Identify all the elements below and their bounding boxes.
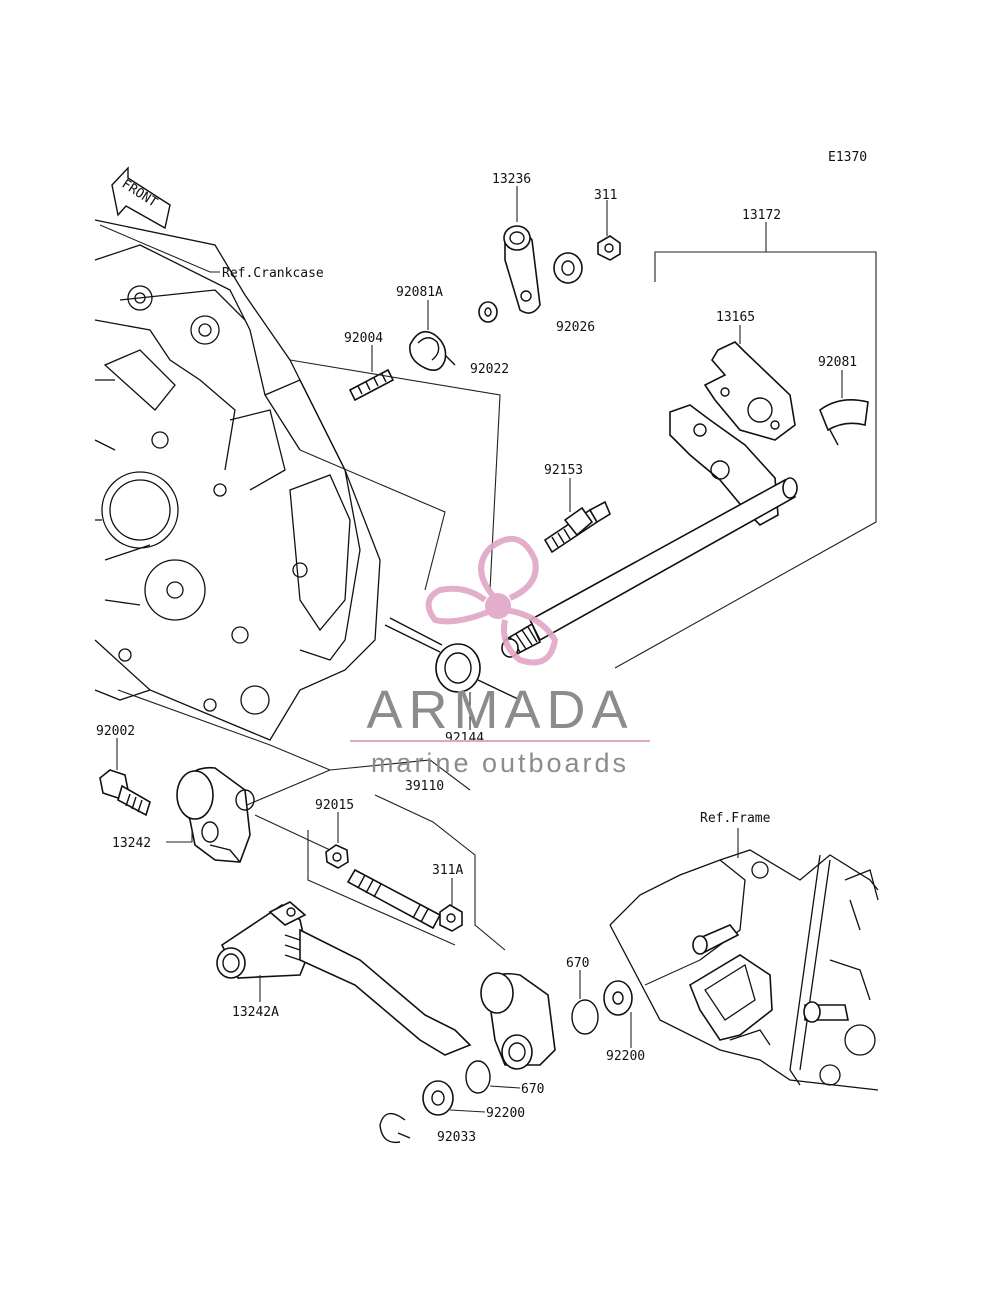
label-92200-upper: 92200 [606,1049,645,1064]
label-13242A: 13242A [232,1005,279,1020]
part-92153-drawing [543,500,612,554]
label-311: 311 [594,188,617,203]
part-13165-drawing [703,341,796,441]
label-92022: 92022 [470,362,509,377]
lower-clamp-drawing [480,972,556,1070]
part-92026-drawing [553,252,583,284]
part-92002-drawing [99,769,151,817]
part-13172-shaft-drawing [501,404,798,658]
watermark-tagline: marine outboards [371,748,629,778]
part-311A-drawing [439,904,463,932]
front-label: FRONT [119,177,160,211]
ref-frame-label: Ref.Frame [700,811,771,826]
drawing-code: E1370 [828,150,867,165]
part-670-lower [465,1060,491,1094]
label-39110: 39110 [405,779,444,794]
label-670-lower: 670 [521,1082,544,1097]
label-92002: 92002 [96,724,135,739]
label-92033: 92033 [437,1130,476,1145]
part-92015-drawing [325,844,349,869]
part-92200-lower [422,1080,454,1116]
label-670-upper: 670 [566,956,589,971]
label-13242: 13242 [112,836,151,851]
part-92144-drawing [384,617,521,701]
watermark-brand: ARMADA [366,680,633,740]
part-92033-drawing [379,1112,411,1144]
part-92004-drawing [348,368,395,402]
label-92026: 92026 [556,320,595,335]
label-92153: 92153 [544,463,583,478]
part-13242-drawing [176,766,255,863]
label-13236: 13236 [492,172,531,187]
label-92015: 92015 [315,798,354,813]
label-92200-lower: 92200 [486,1106,525,1121]
tie-rod-drawing [346,868,442,930]
part-92081-drawing [819,399,869,446]
part-670-upper [571,999,599,1035]
part-92200-upper [603,980,633,1016]
frame-drawing [609,849,879,1091]
front-arrow-icon: FRONT [111,166,171,230]
label-311A: 311A [432,863,463,878]
crankcase-drawing [94,219,381,741]
part-92022-drawing [478,301,498,323]
armada-logo-icon [425,536,559,666]
part-13242A-drawing [216,901,472,1056]
label-13165: 13165 [716,310,755,325]
label-92004: 92004 [344,331,383,346]
label-92144: 92144 [445,731,484,746]
label-92081A: 92081A [396,285,443,300]
part-311-drawing [597,235,621,261]
ref-crankcase-label: Ref.Crankcase [222,266,324,281]
label-13172: 13172 [742,208,781,223]
part-92081A-drawing [408,330,456,371]
label-92081: 92081 [818,355,857,370]
part-13236-drawing [503,225,541,314]
